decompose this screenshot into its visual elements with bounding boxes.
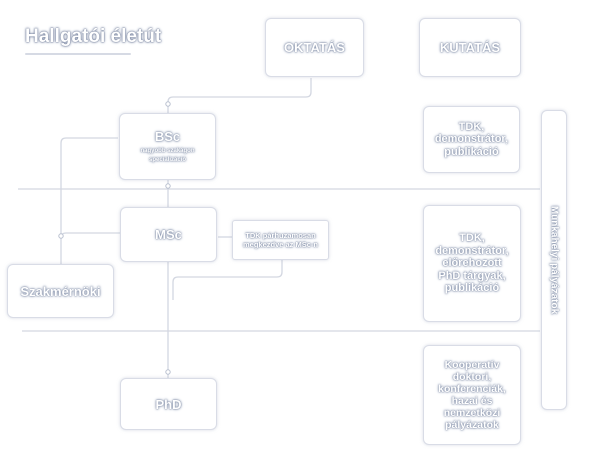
- node-tdk-condition: TDK párhuzamosan megkezdve az MSc-n: [232, 220, 329, 260]
- column-header-education: OKTATÁS: [265, 18, 364, 77]
- research-box-phd: Kooperatív doktori, konferenciák, hazai …: [423, 345, 521, 445]
- side-label-workplace-grants: Munkahelyi pályázatok: [541, 110, 567, 410]
- node-szakmernoki: Szakmérnöki: [7, 264, 114, 318]
- node-bsc-label: BSc: [154, 129, 181, 145]
- research-box-bsc: TDK, demonstrátor, publikáció: [423, 106, 520, 173]
- node-bsc: BSc nagyobb szakágon specializáció: [119, 113, 216, 180]
- research-box-msc: TDK, demonstrátor, előrehozott PhD tárgy…: [423, 205, 521, 322]
- column-header-research: KUTATÁS: [419, 18, 521, 77]
- node-bsc-sublabel: nagyobb szakágon specializáció: [140, 148, 195, 163]
- node-msc: MSc: [120, 207, 217, 262]
- node-phd: PhD: [120, 378, 217, 430]
- page-title: Hallgatói életút: [25, 26, 162, 47]
- title-underline: [25, 53, 131, 55]
